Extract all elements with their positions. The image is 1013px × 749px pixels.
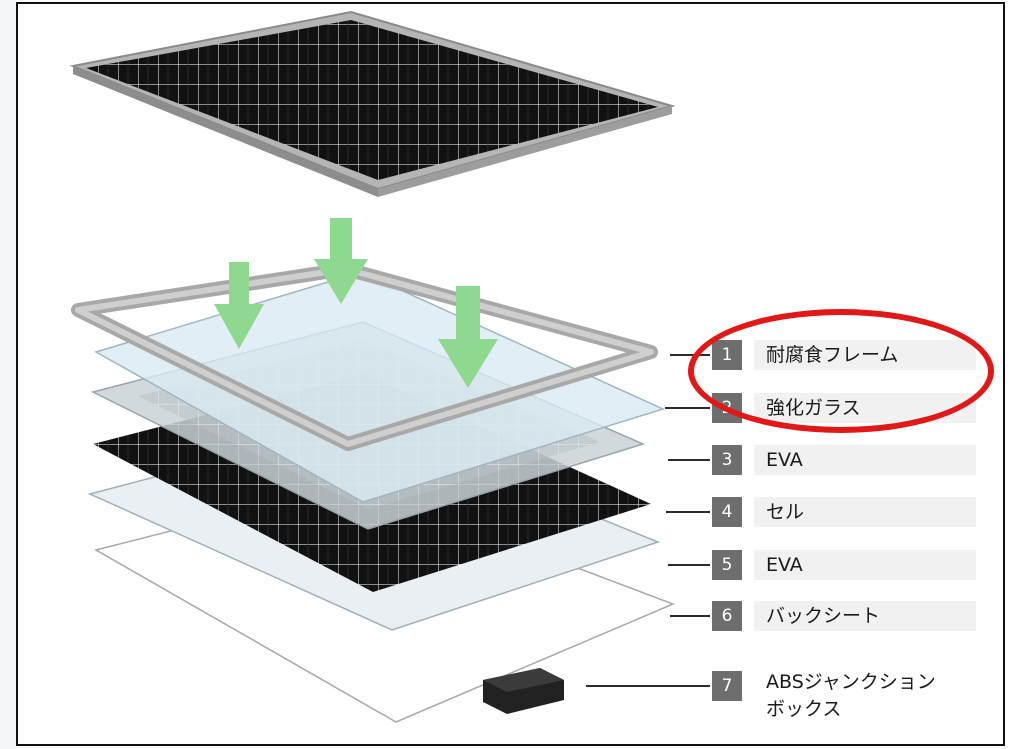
- highlight-circle: [688, 309, 994, 433]
- legend-item-5: 5 EVA: [18, 550, 1003, 580]
- leader-line: [668, 564, 710, 566]
- leader-line: [670, 354, 710, 356]
- leader-line: [665, 407, 710, 409]
- layer-number-badge: 7: [712, 671, 742, 701]
- layer-label: EVA: [766, 554, 803, 576]
- diagram-frame: 1 耐腐食フレーム 2 強化ガラス 3 EVA 4 セル 5 EVA 6: [16, 2, 1005, 746]
- leader-line: [666, 511, 710, 513]
- down-arrow-icon: [214, 262, 264, 349]
- legend-item-4: 4 セル: [18, 497, 1003, 527]
- layer-label: バックシート: [766, 605, 881, 627]
- assembled-solar-panel: [69, 10, 676, 197]
- layer-label: セル: [766, 501, 805, 523]
- legend-item-3: 3 EVA: [18, 445, 1003, 475]
- label-box: ABSジャンクション ボックス: [754, 671, 976, 725]
- left-edge-strip: [0, 0, 16, 749]
- label-box: セル: [754, 497, 976, 527]
- leader-line: [586, 685, 710, 687]
- leader-line: [668, 459, 710, 461]
- leader-line: [670, 615, 710, 617]
- down-arrow-icon: [438, 286, 498, 388]
- layer-label: ABSジャンクション ボックス: [766, 671, 936, 720]
- legend-item-6: 6 バックシート: [18, 601, 1003, 631]
- layer-number-badge: 6: [712, 601, 742, 631]
- layer-number-badge: 5: [712, 550, 742, 580]
- exploded-panel-illustration: [69, 10, 676, 723]
- label-box: EVA: [754, 445, 976, 475]
- layer-number-badge: 3: [712, 445, 742, 475]
- label-box: EVA: [754, 550, 976, 580]
- label-box: バックシート: [754, 601, 976, 631]
- legend-item-7: 7 ABSジャンクション ボックス: [18, 671, 1003, 725]
- layer-aluminum-frame: [71, 262, 658, 451]
- layer-number-badge: 4: [712, 497, 742, 527]
- layer-label: EVA: [766, 449, 803, 471]
- junction-box-icon: [483, 668, 564, 714]
- down-arrow-icon: [314, 218, 368, 304]
